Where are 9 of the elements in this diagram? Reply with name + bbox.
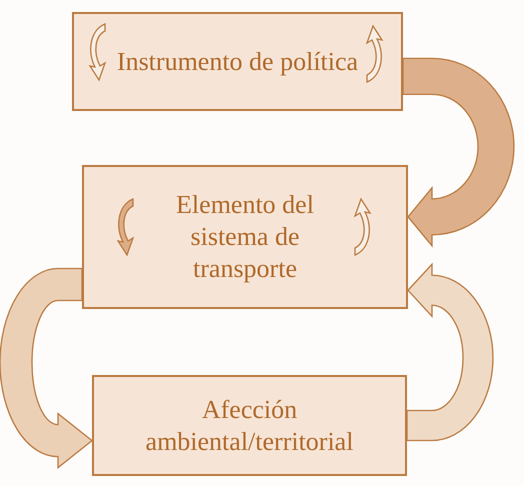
box-label: Afección ambiental/territorial	[144, 394, 354, 458]
process-box	[82, 165, 408, 309]
curved-arrow	[402, 58, 514, 246]
box-label: Elemento del sistema de transporte	[175, 189, 315, 285]
box-label: Instrumento de política	[116, 46, 360, 78]
curved-arrow	[406, 264, 494, 442]
process-box	[72, 12, 403, 111]
process-box	[92, 375, 407, 476]
curved-arrow	[0, 268, 93, 468]
